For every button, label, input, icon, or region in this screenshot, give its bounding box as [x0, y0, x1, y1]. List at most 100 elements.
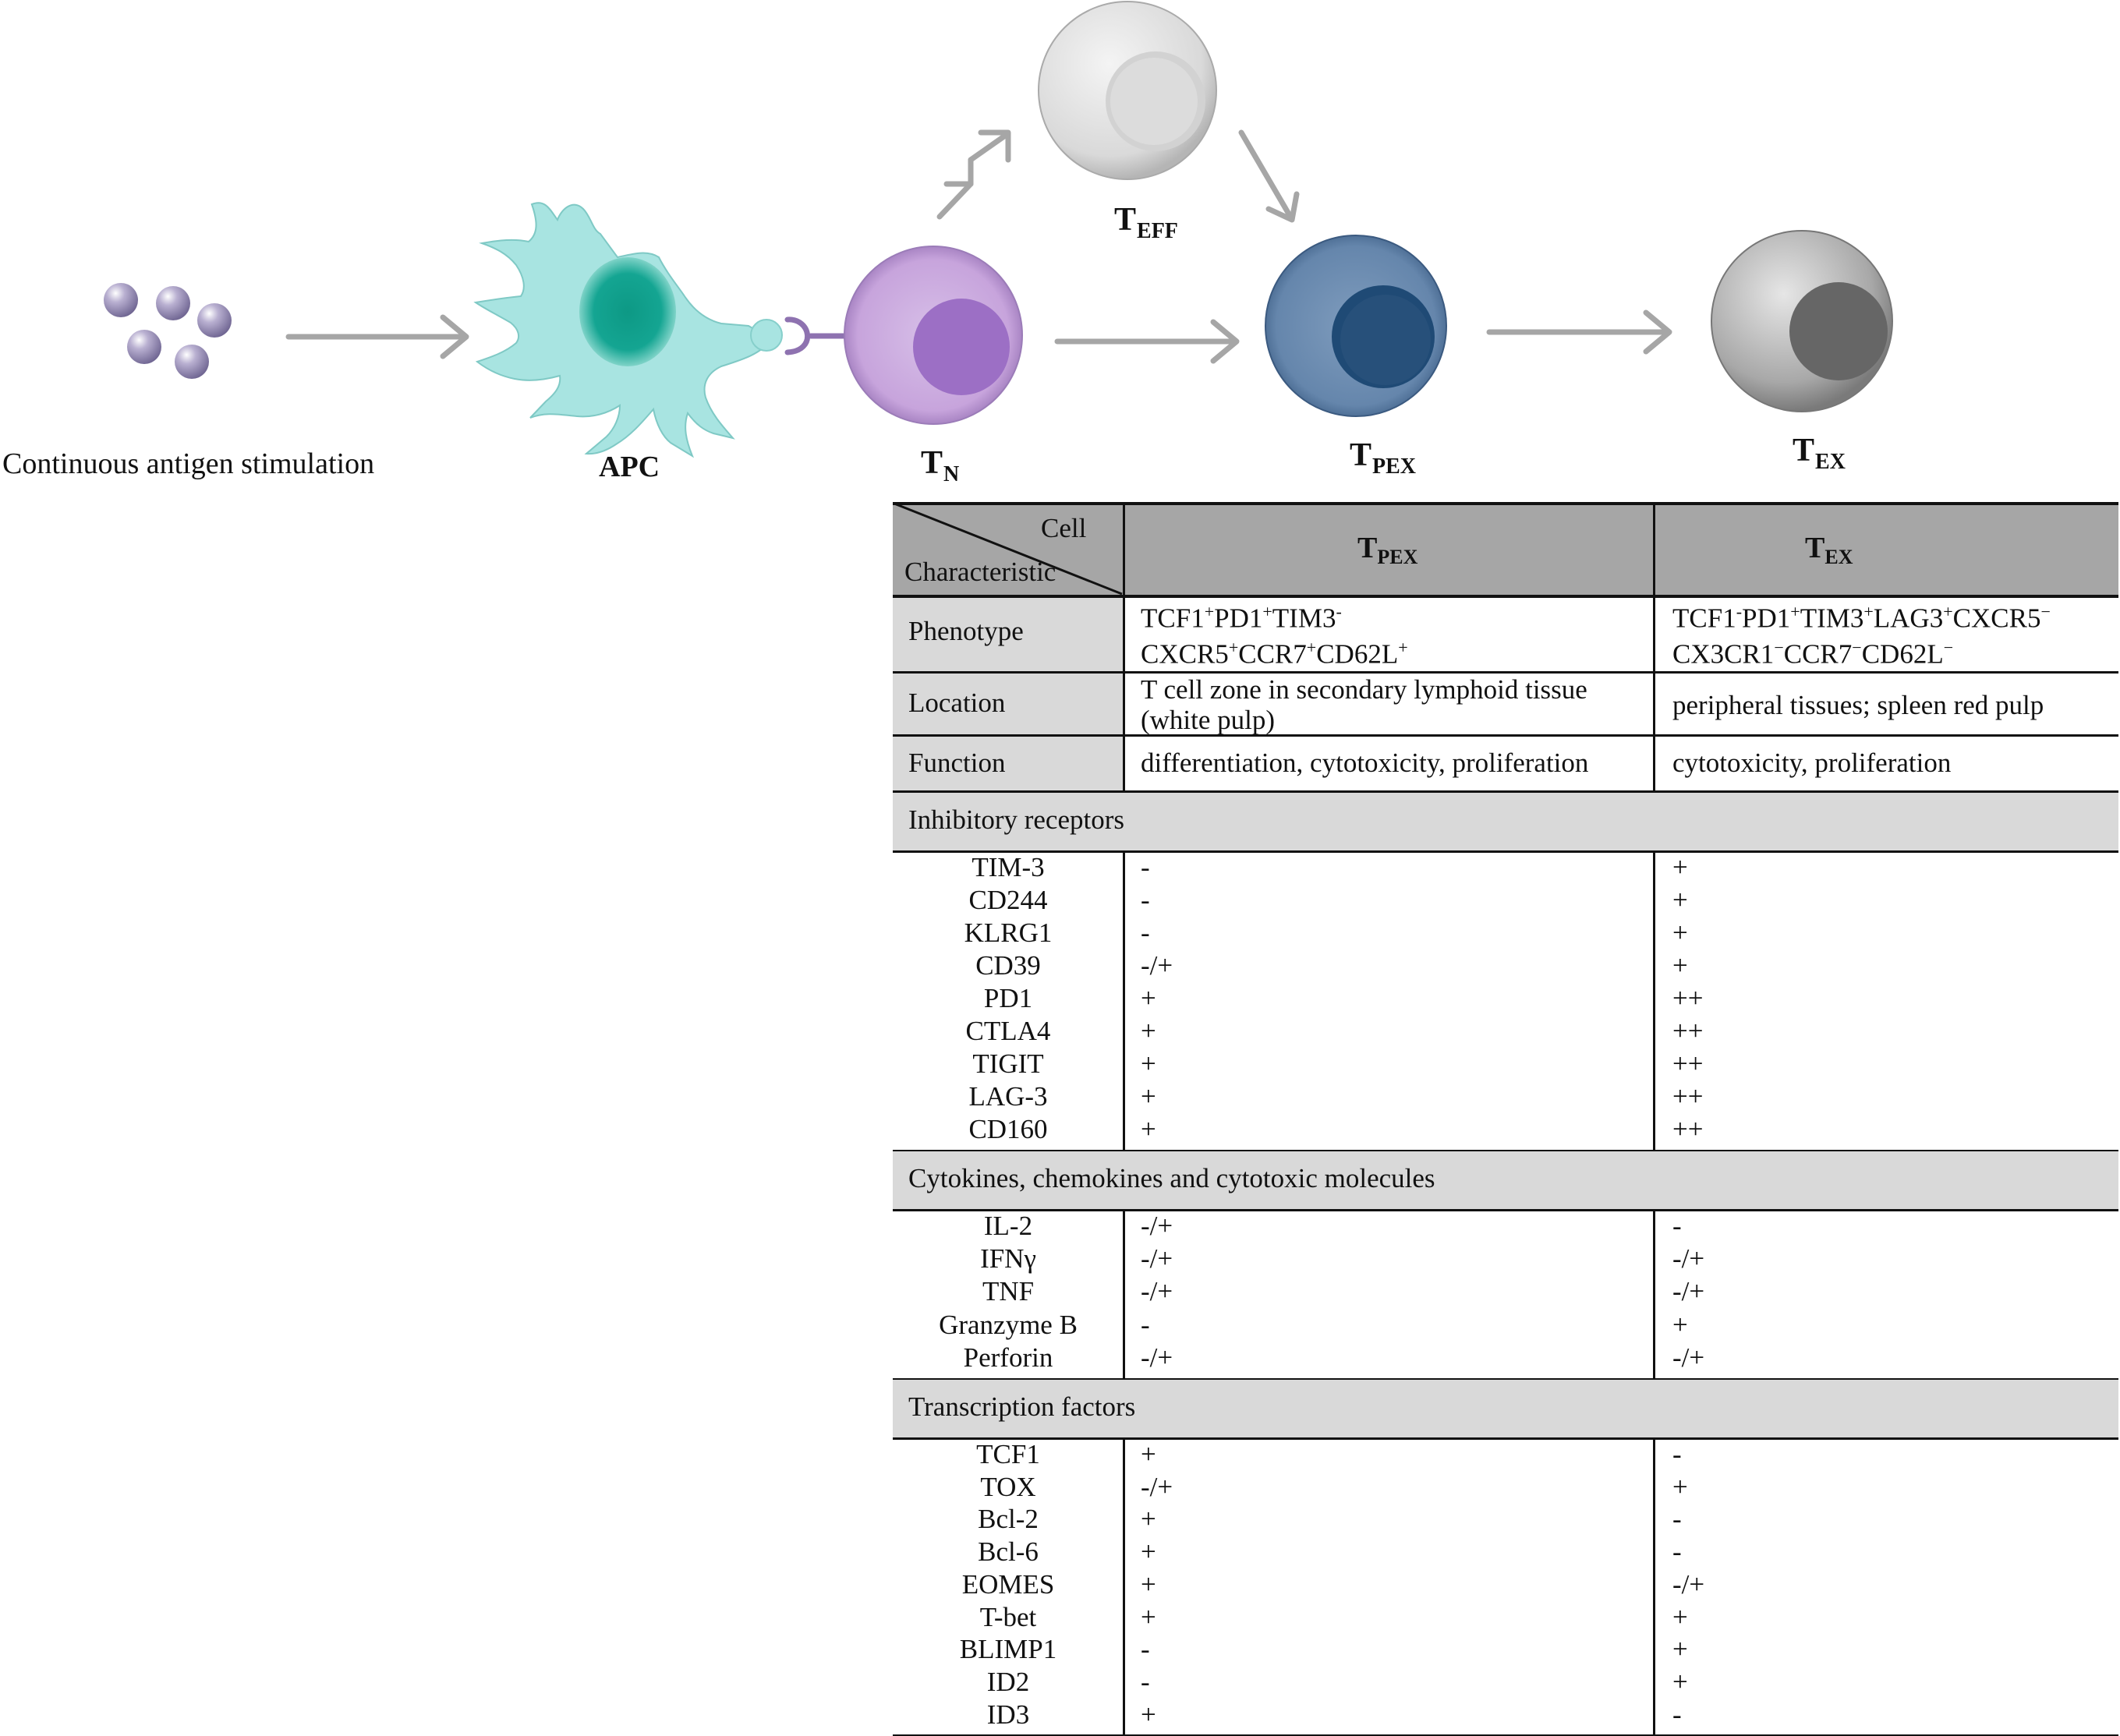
- header-col-tex-sub: EX: [1824, 546, 1853, 568]
- tex-value: -: [1672, 1699, 1682, 1730]
- table-col-divider: [1653, 1211, 1655, 1380]
- function-label-cell: [893, 735, 1124, 791]
- teff-label: TEFF: [1114, 201, 1178, 243]
- phenotype-marker: PD1: [1214, 603, 1263, 634]
- table-rule: [893, 1378, 2118, 1381]
- table-rule: [893, 850, 2118, 853]
- tpex-value: -: [1141, 917, 1150, 948]
- table-rule: [893, 1437, 2118, 1440]
- marker-name: TIGIT: [972, 1048, 1044, 1079]
- tex-value: -: [1672, 1211, 1682, 1241]
- header-col-tpex-main: T: [1357, 532, 1378, 564]
- phenotype-marker-sign: -: [1736, 602, 1743, 621]
- tpex-value: +: [1141, 1081, 1156, 1112]
- marker-name: IFNγ: [980, 1243, 1036, 1275]
- marker-name: LAG-3: [968, 1081, 1048, 1112]
- tpex-value: -: [1141, 1666, 1150, 1697]
- tex-value: -/+: [1672, 1342, 1705, 1373]
- cell-differentiation-diagram: [104, 1, 1893, 458]
- marker-name: T-bet: [979, 1601, 1037, 1632]
- tpex-cell-nucleus-inner: [1340, 295, 1431, 385]
- marker-name: CD39: [975, 950, 1041, 981]
- tpex-value: -/+: [1141, 1211, 1173, 1241]
- marker-name: IL-2: [983, 1211, 1033, 1241]
- section-header: [893, 1380, 2118, 1439]
- phenotype-marker-sign: −: [2040, 602, 2051, 621]
- tpex-value: -/+: [1141, 1471, 1173, 1502]
- table-rule: [893, 1734, 2118, 1736]
- section-title: Inhibitory receptors: [908, 804, 1124, 835]
- table-rule: [893, 1150, 2118, 1152]
- header-col-tpex: TPEX: [1357, 532, 1418, 568]
- tex-value: -/+: [1672, 1276, 1705, 1307]
- tex-label-main: T: [1793, 433, 1815, 468]
- header-col-tex-main: T: [1805, 532, 1825, 564]
- table-col-divider: [1123, 852, 1125, 1151]
- phenotype-marker-sign: -: [1336, 602, 1342, 621]
- table-col-divider: [1653, 502, 1655, 791]
- marker-name: TNF: [982, 1276, 1035, 1307]
- tex-value: +: [1672, 1634, 1688, 1665]
- marker-name: EOMES: [961, 1568, 1055, 1600]
- tex-cell: [1711, 230, 1893, 412]
- marker-name: TIM-3: [972, 852, 1045, 882]
- phenotype-marker: CXCR5: [1141, 638, 1229, 670]
- phenotype-marker: TIM3: [1800, 603, 1864, 634]
- phenotype-marker: CD62L: [1861, 638, 1944, 670]
- tex-value: -: [1672, 1504, 1682, 1535]
- apc-nucleus: [579, 257, 676, 366]
- antigen-particle: [175, 345, 209, 379]
- tex-value: +: [1672, 1309, 1688, 1340]
- antigen-particles: [104, 283, 232, 379]
- table-rule: [893, 790, 2118, 793]
- tex-value: +: [1672, 852, 1688, 882]
- tn-cell-nucleus: [913, 299, 1010, 395]
- t-cell-receptor: [784, 316, 849, 355]
- table-col-divider: [1653, 852, 1655, 1151]
- function-tpex: differentiation, cytotoxicity, prolifera…: [1141, 748, 1589, 778]
- table-rule: [893, 595, 2118, 598]
- teff-cell: [1038, 1, 1217, 180]
- table-col-divider: [1123, 1439, 1125, 1736]
- tpex-value: -: [1141, 1634, 1150, 1665]
- tex-value: +: [1672, 1601, 1688, 1632]
- function-tex: cytotoxicity, proliferation: [1672, 748, 1952, 778]
- tpex-value: -/+: [1141, 1243, 1173, 1275]
- phenotype-marker-sign: +: [1306, 638, 1317, 657]
- teff-cell-nucleus-inner: [1110, 58, 1198, 145]
- tpex-cell: [1265, 235, 1447, 417]
- arrow-antigen-to-apc: [285, 314, 469, 359]
- tn-cell: [844, 246, 1023, 425]
- tn-label-sub: N: [943, 462, 960, 486]
- tpex-value: -: [1141, 1309, 1150, 1340]
- arrow-teff-to-tpex: [1238, 129, 1300, 223]
- tpex-value: +: [1141, 1536, 1156, 1568]
- table-header-row: [893, 502, 2118, 596]
- phenotype-marker: LAG3: [1873, 603, 1944, 634]
- phenotype-marker: CCR7: [1783, 638, 1853, 670]
- phenotype-label-cell: [893, 596, 1124, 672]
- diagram-caption: Continuous antigen stimulation: [2, 447, 375, 480]
- antigen-particle: [156, 286, 190, 320]
- section-header: [893, 793, 2118, 852]
- marker-name: Perforin: [963, 1342, 1053, 1373]
- phenotype-tpex-line1: TCF1+PD1+TIM3-: [1141, 602, 1342, 635]
- tex-label-sub: EX: [1815, 450, 1846, 474]
- phenotype-marker-sign: +: [1943, 602, 1953, 621]
- marker-name: CTLA4: [965, 1016, 1051, 1046]
- header-corner-bottom: Characteristic: [904, 557, 1056, 587]
- tex-label: TEX: [1793, 432, 1846, 474]
- phenotype-marker: TIM3: [1272, 603, 1336, 634]
- table-col-divider: [1653, 1439, 1655, 1736]
- tpex-value: +: [1141, 1568, 1156, 1600]
- location-tpex-line1: T cell zone in secondary lymphoid tissue: [1141, 674, 1587, 705]
- section-title: Cytokines, chemokines and cytotoxic mole…: [908, 1163, 1435, 1193]
- marker-name: Bcl-2: [978, 1504, 1039, 1535]
- arrow-tn-to-teff: [936, 129, 1011, 220]
- table-rule: [893, 734, 2118, 737]
- arrows: [285, 129, 1672, 364]
- header-col-tpex-sub: PEX: [1377, 546, 1418, 568]
- table-rule: [893, 1209, 2118, 1211]
- phenotype-marker-sign: +: [1228, 638, 1239, 657]
